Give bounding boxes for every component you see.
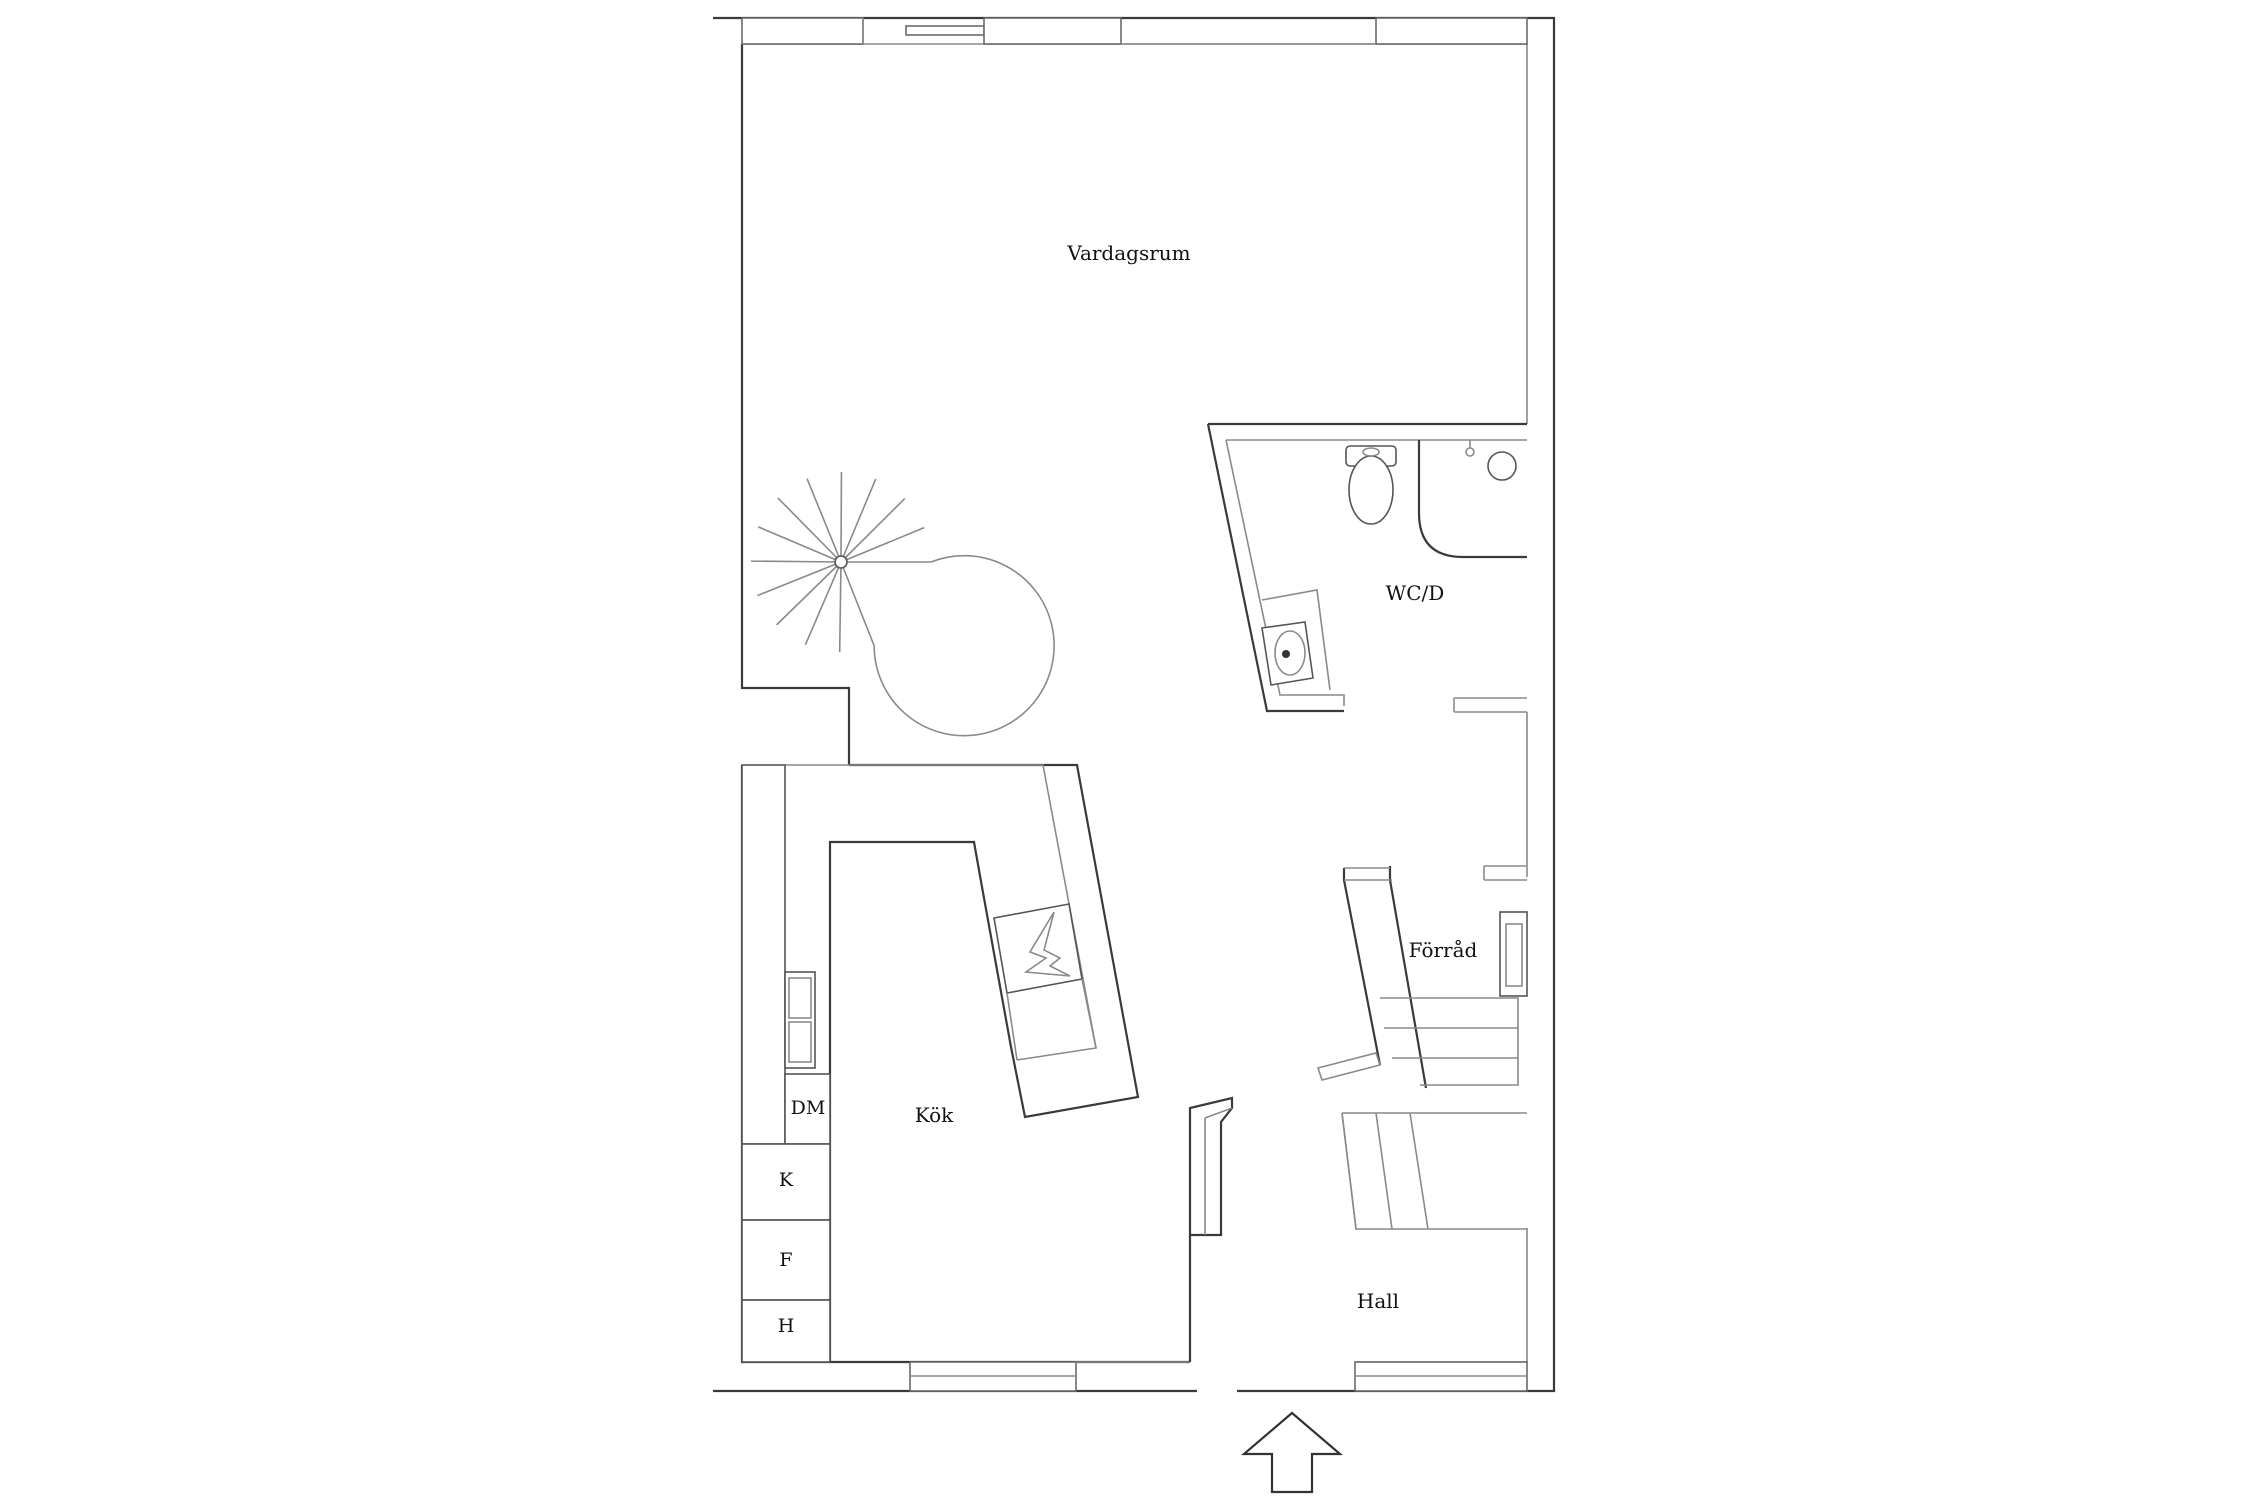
toilet-icon — [1345, 445, 1397, 525]
stair-tread — [776, 561, 842, 626]
window-top-4 — [1375, 17, 1528, 45]
appliance-f — [741, 1219, 831, 1301]
sink-icon — [784, 971, 816, 1069]
stair-tread — [777, 497, 842, 563]
stair-tread — [840, 526, 925, 563]
stair-tread — [750, 560, 842, 563]
windows — [741, 17, 1528, 1392]
room-label-vardagsrum: Vardagsrum — [1066, 241, 1190, 265]
outer-walls — [713, 16, 1556, 1393]
sink-icon — [1261, 621, 1314, 686]
stair-tread — [806, 478, 842, 563]
window-top-2 — [905, 25, 985, 36]
appliance-k — [741, 1143, 831, 1221]
stair-tread — [757, 561, 842, 597]
window-top-3 — [983, 17, 1122, 45]
stair-tread — [757, 526, 842, 563]
counter-left — [741, 764, 786, 1145]
stair-tread — [840, 497, 906, 563]
hall — [1188, 1096, 1234, 1362]
spiral-stair-icon — [750, 471, 1055, 737]
stair-center-post — [834, 555, 848, 569]
shower-icon — [1417, 440, 1527, 559]
entrance-arrow-icon — [1241, 1411, 1343, 1494]
room-label-wcd: WC/D — [1386, 581, 1445, 605]
room-label-forrad: Förråd — [1409, 938, 1478, 962]
stair-tread — [838, 561, 842, 653]
stair-outline — [873, 554, 1055, 737]
storage — [1316, 865, 1528, 1230]
kitchen — [741, 763, 1140, 1363]
room-label-hall: Hall — [1357, 1289, 1399, 1313]
room-label-kok: Kök — [915, 1103, 954, 1127]
appliance-label-h: H — [778, 1315, 795, 1337]
stove-icon — [993, 903, 1083, 994]
appliance-label-k: K — [779, 1169, 794, 1191]
appliance-label-dm: DM — [791, 1097, 826, 1119]
stair-tread — [840, 478, 877, 563]
bathroom — [1206, 422, 1527, 713]
appliance-label-f: F — [779, 1249, 792, 1271]
appliance-h — [741, 1299, 831, 1363]
stair-tread — [804, 561, 842, 646]
stair-tread — [840, 561, 875, 646]
window-top-1 — [741, 17, 864, 45]
